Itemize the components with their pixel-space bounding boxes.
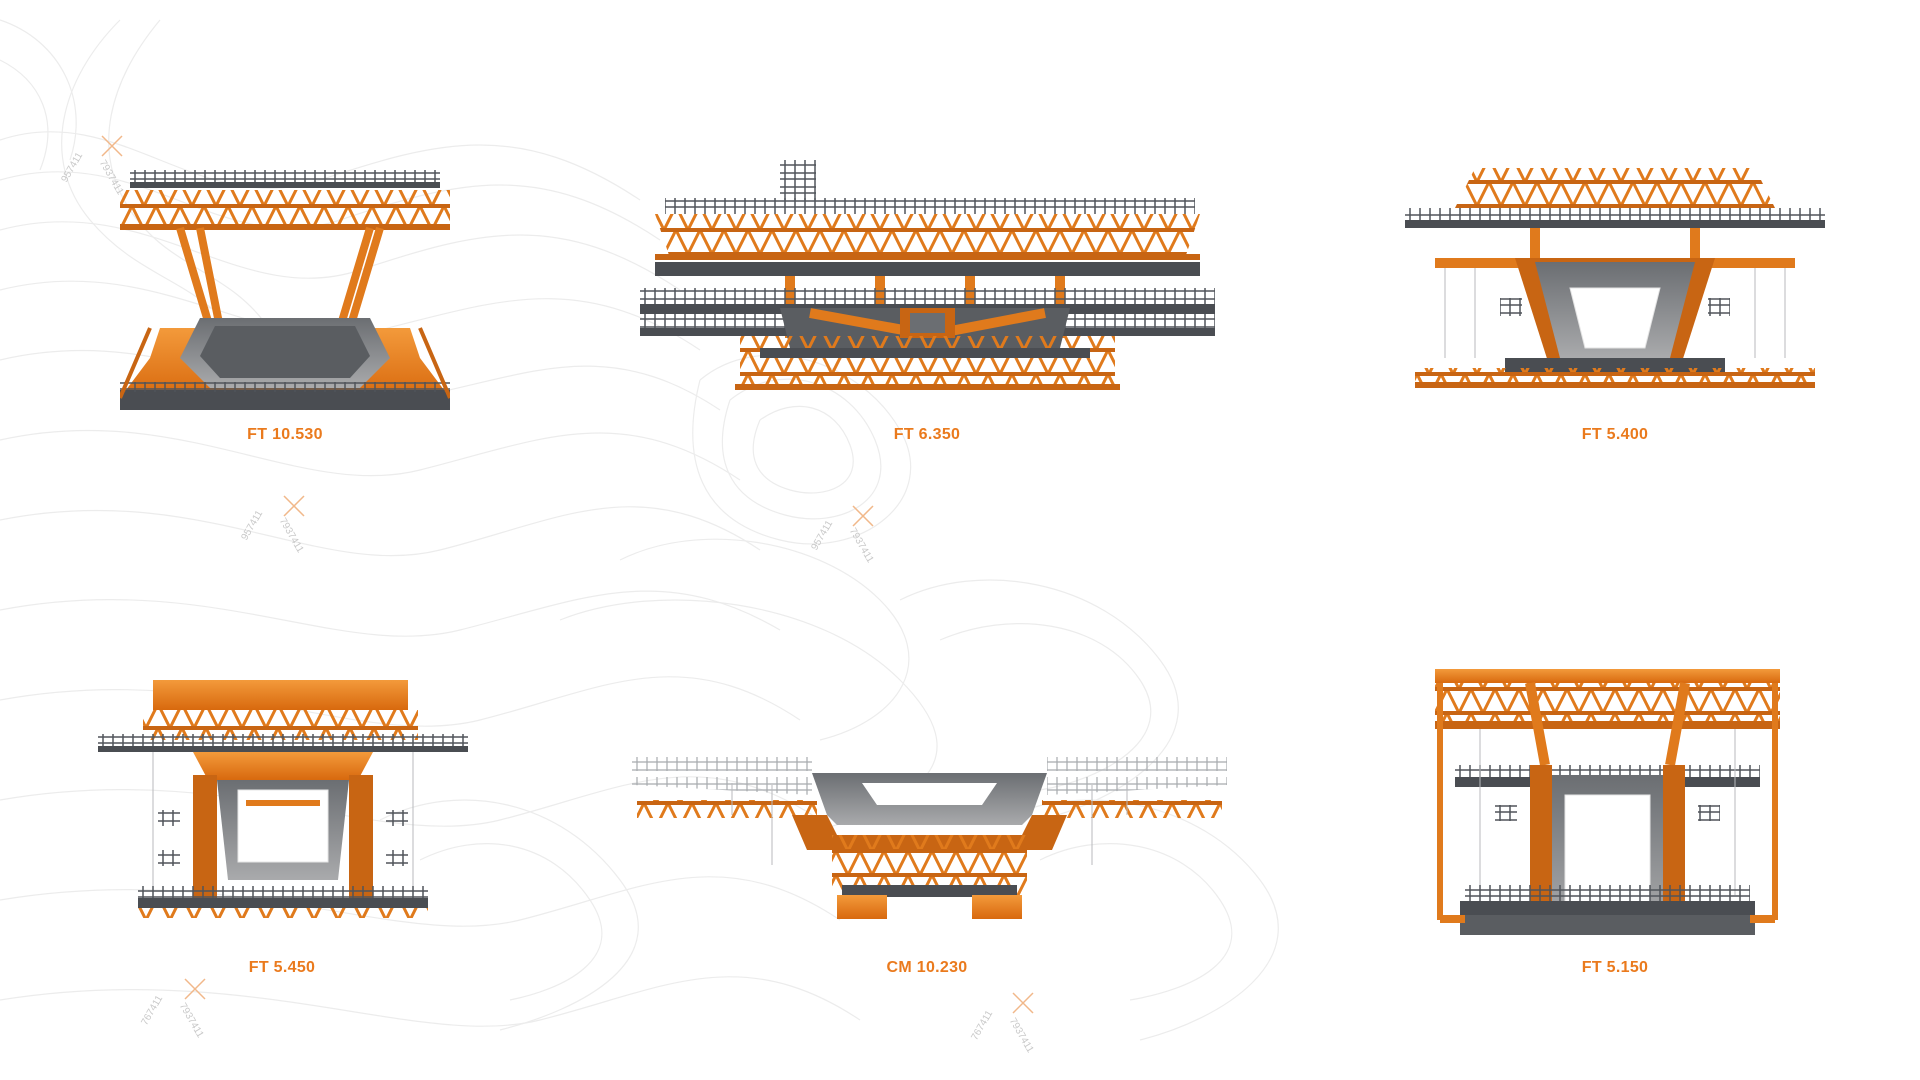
form-traveller-illustration: [1405, 168, 1825, 388]
crosshair-icon: [1012, 992, 1034, 1014]
product-label: FT 10.530: [247, 426, 323, 443]
form-traveller-illustration: [640, 160, 1215, 390]
product-label: FT 6.350: [893, 426, 961, 443]
crosshair-icon: [852, 505, 874, 527]
form-traveller-illustration: [632, 757, 1227, 919]
form-traveller-illustration: [120, 170, 450, 410]
form-traveller-ft-6-350[interactable]: [640, 158, 1215, 398]
form-traveller-ft-5-150[interactable]: [1435, 665, 1780, 945]
crosshair-icon: [283, 495, 305, 517]
product-label: CM 10.230: [886, 959, 968, 976]
form-traveller-ft-5-400[interactable]: [1405, 158, 1825, 398]
crosshair-icon: [184, 978, 206, 1000]
cantilever-machine-cm-10-230[interactable]: [632, 755, 1227, 925]
form-traveller-illustration: [1435, 669, 1780, 935]
crosshair-icon: [101, 135, 123, 157]
form-traveller-ft-5-450[interactable]: [98, 680, 468, 930]
product-label: FT 5.450: [248, 959, 316, 976]
product-label: FT 5.150: [1581, 959, 1649, 976]
form-traveller-illustration: [98, 680, 468, 918]
form-traveller-ft-10-530[interactable]: [120, 158, 450, 418]
product-label: FT 5.400: [1581, 426, 1649, 443]
